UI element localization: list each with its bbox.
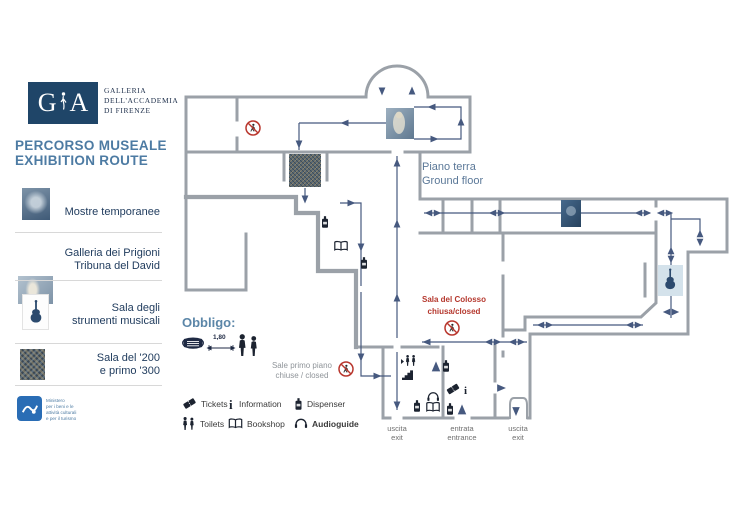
legend-audioguide: Audioguide: [294, 418, 359, 429]
sala-200-thumbnail: [20, 349, 45, 380]
legend-tickets: Tickets: [182, 397, 228, 410]
ministry-emblem-icon: [21, 405, 38, 414]
temporary-exhibitions-thumbnail: [22, 188, 50, 220]
bookshop-icon: [334, 240, 348, 251]
legend-item-mostre-temporanee: Mostre temporanee: [64, 206, 160, 218]
bookshop-icon: [228, 418, 243, 429]
first-floor-closed-label: Sale primo piano chiuse / closed: [271, 361, 333, 380]
dispenser-icon: [414, 400, 420, 412]
dispenser-icon: [447, 403, 453, 415]
tickets-icon: [446, 383, 460, 395]
divider: [15, 343, 162, 344]
legend-row-2: Toilets Bookshop Audioguide: [182, 416, 362, 431]
map-legend: Tickets i Information Dispenser Toilet: [182, 396, 362, 436]
accademia-logo: G A: [28, 82, 98, 124]
divider: [15, 385, 162, 386]
obbligo-icons: 1,80: [182, 334, 257, 357]
distance-value: 1,80: [213, 334, 226, 341]
audioguide-icon: [426, 392, 440, 402]
walls: [183, 64, 729, 420]
route-arrows: [295, 86, 704, 416]
legend-item-galleria-prigioni: Galleria dei Prigioni Tribuna del David: [64, 247, 160, 272]
page-title: PERCORSO MUSEALE EXHIBITION ROUTE: [15, 138, 167, 168]
svg-text:i: i: [229, 397, 233, 411]
ministry-logo: [17, 396, 42, 421]
legend-dispenser: Dispenser: [294, 397, 345, 411]
map-thumbnails: [289, 108, 683, 296]
logo-figure-icon: [60, 92, 66, 110]
legend-bookshop: Bookshop: [228, 418, 294, 429]
no-entry-icon: [245, 120, 261, 136]
dispenser-icon: [322, 216, 328, 228]
legend-item-sala-200: Sala del '200 e primo '300: [96, 352, 160, 377]
tickets-icon: [182, 397, 197, 410]
organization-name: GALLERIA DELL'ACCADEMIA DI FIRENZE: [104, 86, 179, 115]
toilets-icon: [401, 355, 416, 366]
dispenser-icon: [294, 397, 303, 411]
legend-toilets: Toilets: [182, 416, 228, 431]
sala-200-thumbnail-map: [289, 154, 321, 187]
toilets-icon: [182, 416, 196, 431]
audioguide-icon: [294, 418, 308, 429]
stairs-icon: [402, 370, 413, 380]
musical-instruments-thumbnail: [22, 294, 49, 330]
legend-information: i Information: [228, 396, 282, 411]
dispenser-icon: [361, 257, 367, 269]
legend-item-strumenti-musicali: Sala degli strumenti musicali: [71, 302, 160, 327]
david-statue-thumbnail: [386, 108, 414, 139]
temporary-exhibition-thumbnail-map: [561, 200, 581, 227]
legend-row-1: Tickets i Information Dispenser: [182, 396, 362, 411]
obbligo-title: Obbligo:: [182, 315, 236, 330]
no-entry-icon: [444, 320, 460, 336]
sala-colosso-closed-label: Sala del Colosso chiusa/closed: [421, 295, 487, 316]
map-service-icons: i: [322, 216, 467, 415]
entrance-label: entrata entrance: [447, 424, 477, 442]
divider: [15, 232, 162, 233]
information-icon: i: [228, 397, 235, 411]
person-icon: [250, 336, 257, 356]
divider: [15, 280, 162, 281]
musical-instruments-thumbnail-map: [658, 265, 683, 296]
floor-label: Piano terra Ground floor: [422, 161, 484, 187]
bookshop-icon: [426, 401, 440, 412]
exit1-label: uscita exit: [387, 424, 407, 442]
face-mask-icon: [182, 337, 204, 349]
logo-letter-a: A: [69, 88, 89, 117]
logo-letter-g: G: [37, 88, 57, 117]
distance-arrow-icon: [206, 345, 236, 351]
person-icon: [238, 334, 246, 357]
ministry-name: Ministero per i beni e le attività cultu…: [46, 398, 77, 421]
information-icon: i: [464, 385, 467, 397]
cello-icon: [30, 300, 41, 323]
exit2-label: uscita exit: [508, 424, 528, 442]
